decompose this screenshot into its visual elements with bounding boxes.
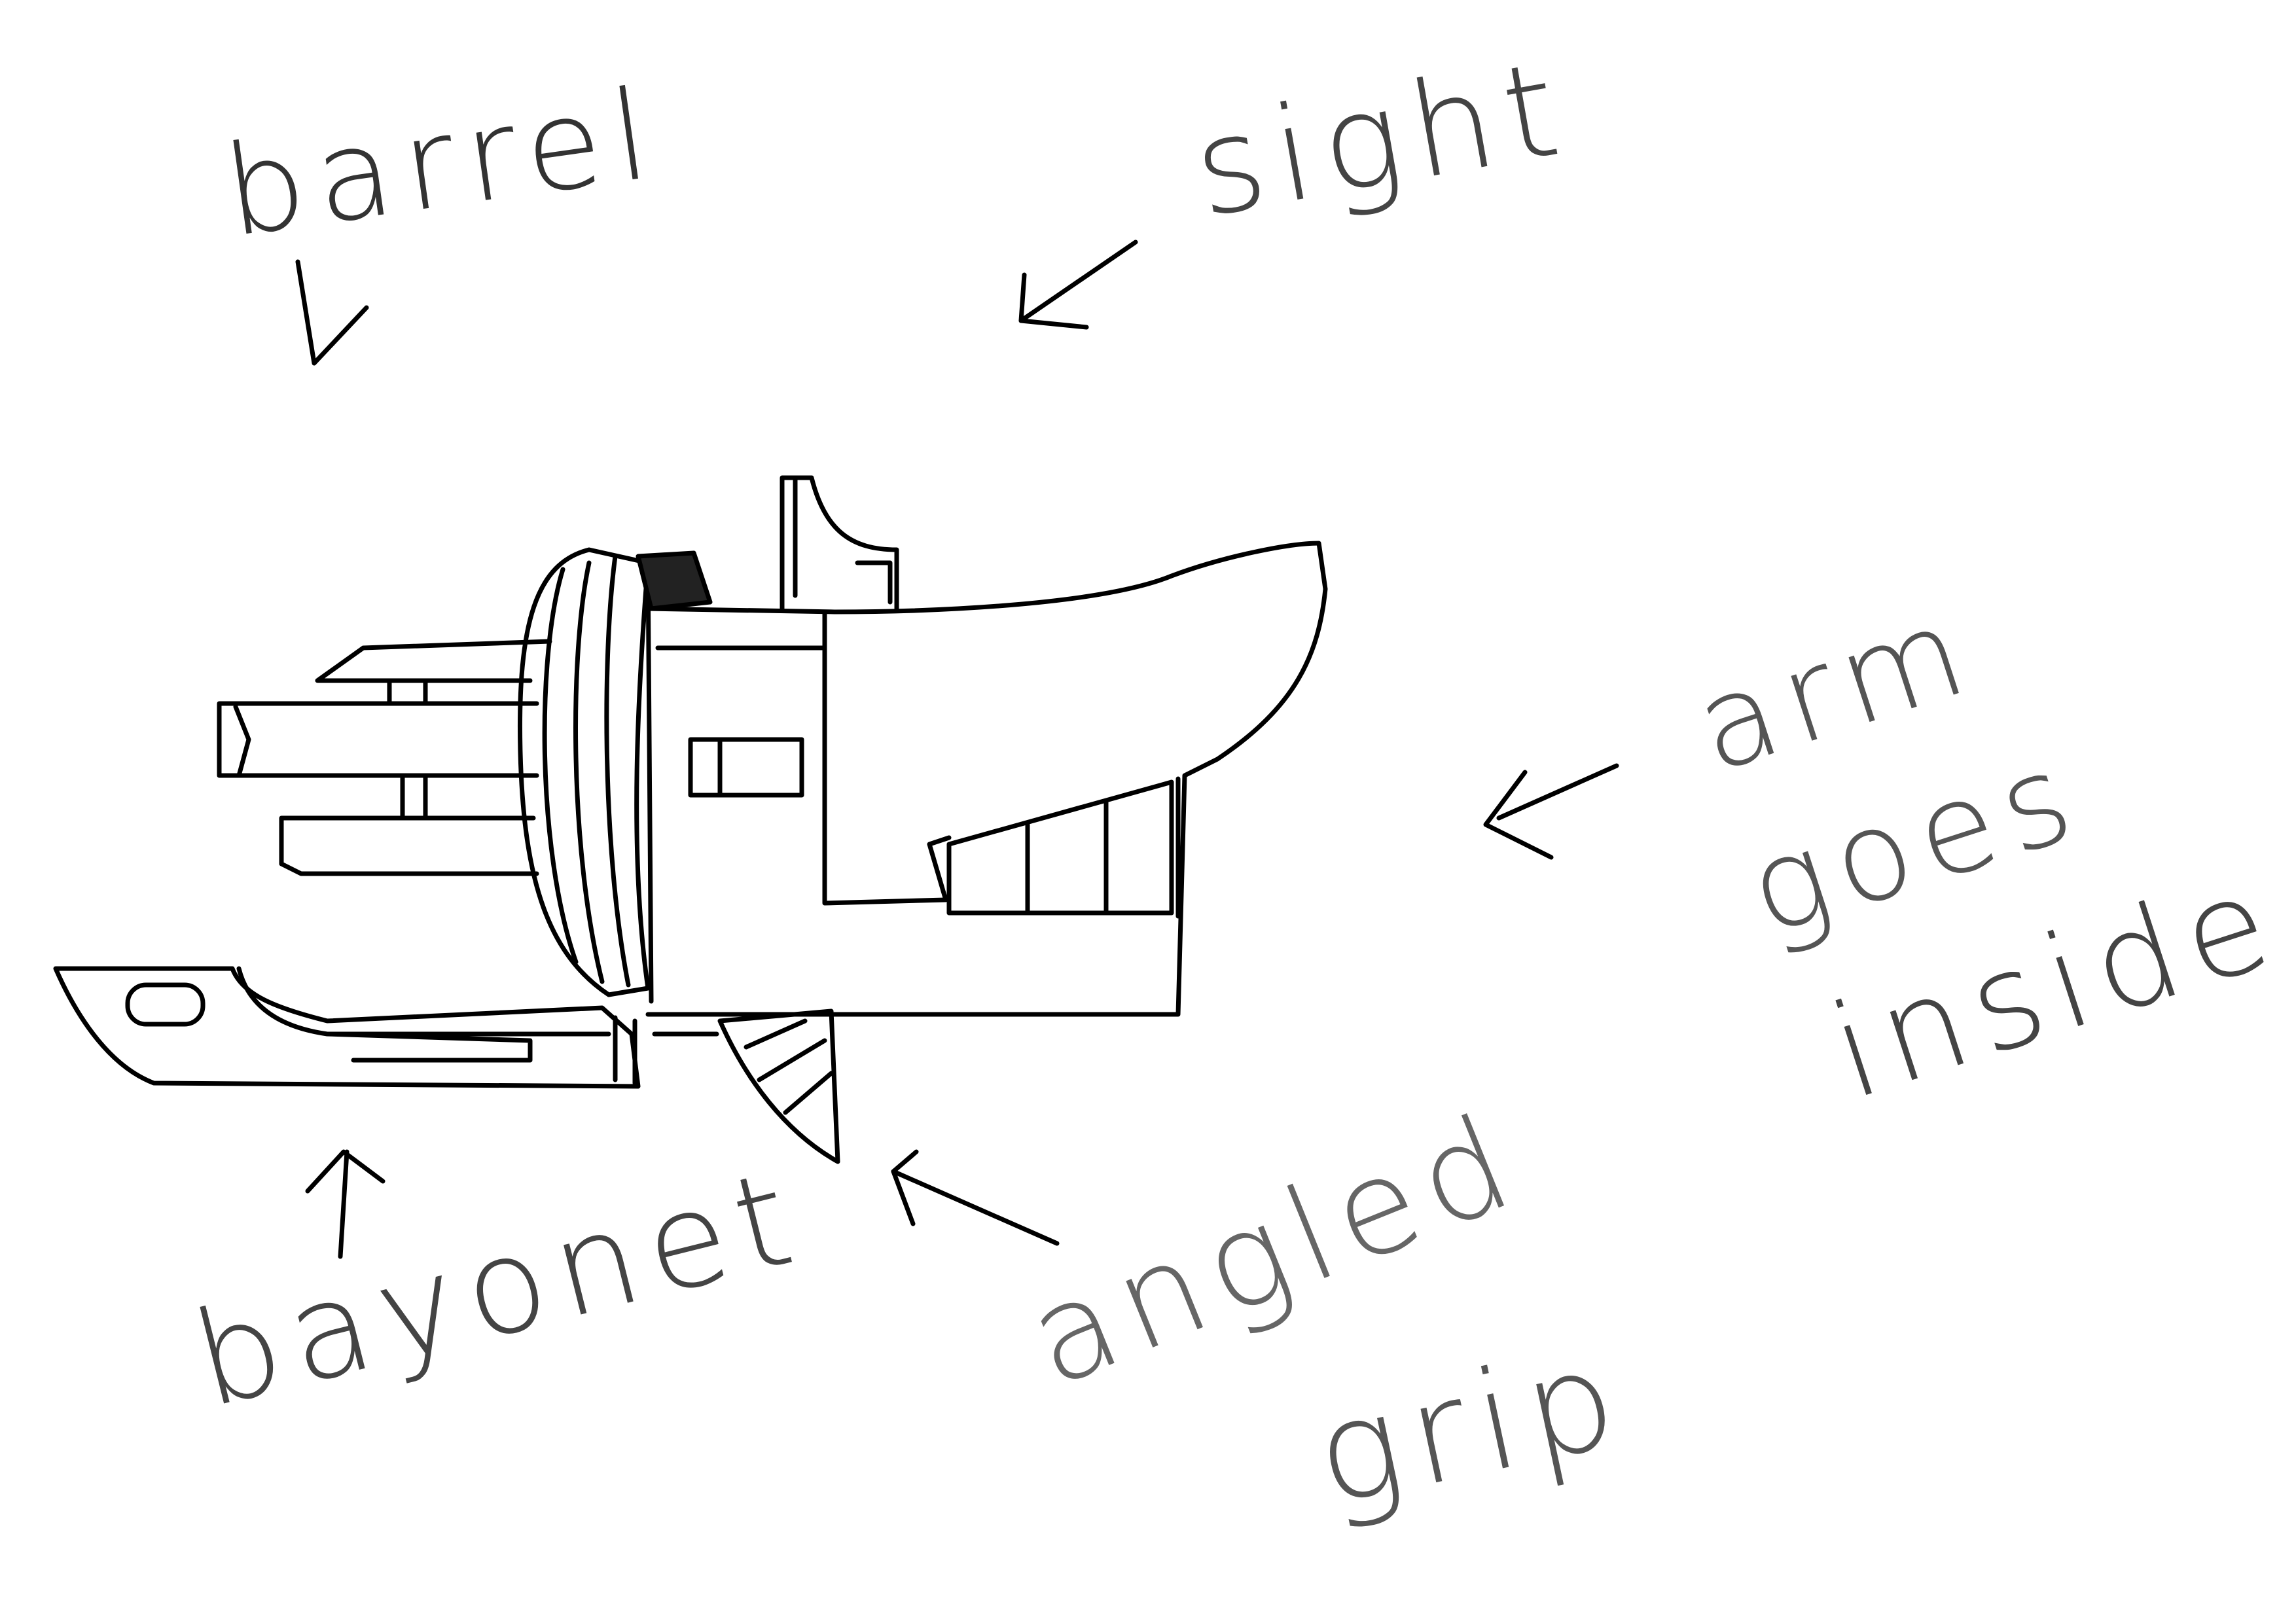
weapon-drawing [56, 478, 1325, 1162]
arrow-grip-icon [893, 1152, 1057, 1243]
label-bayonet: bayonet [180, 1140, 817, 1438]
barrel-middle [219, 704, 537, 776]
arrow-barrel-icon [298, 262, 367, 363]
drum-cap [638, 553, 710, 609]
sight [782, 478, 897, 609]
arrow-sight-icon [1021, 242, 1136, 327]
arrow-bayonet-icon [308, 1152, 383, 1257]
window-left [691, 740, 802, 795]
window-right [949, 782, 1172, 913]
label-sight: sight [1183, 31, 1581, 247]
arrow-arm-icon [1486, 766, 1617, 857]
label-grip: grip [1302, 1315, 1640, 1537]
drum [520, 550, 648, 995]
barrel-bottom [281, 818, 537, 874]
bayonet-slot [128, 985, 203, 1024]
receiver [648, 543, 1325, 1014]
barrel-top [317, 641, 550, 681]
label-barrel: barrel [217, 61, 669, 265]
